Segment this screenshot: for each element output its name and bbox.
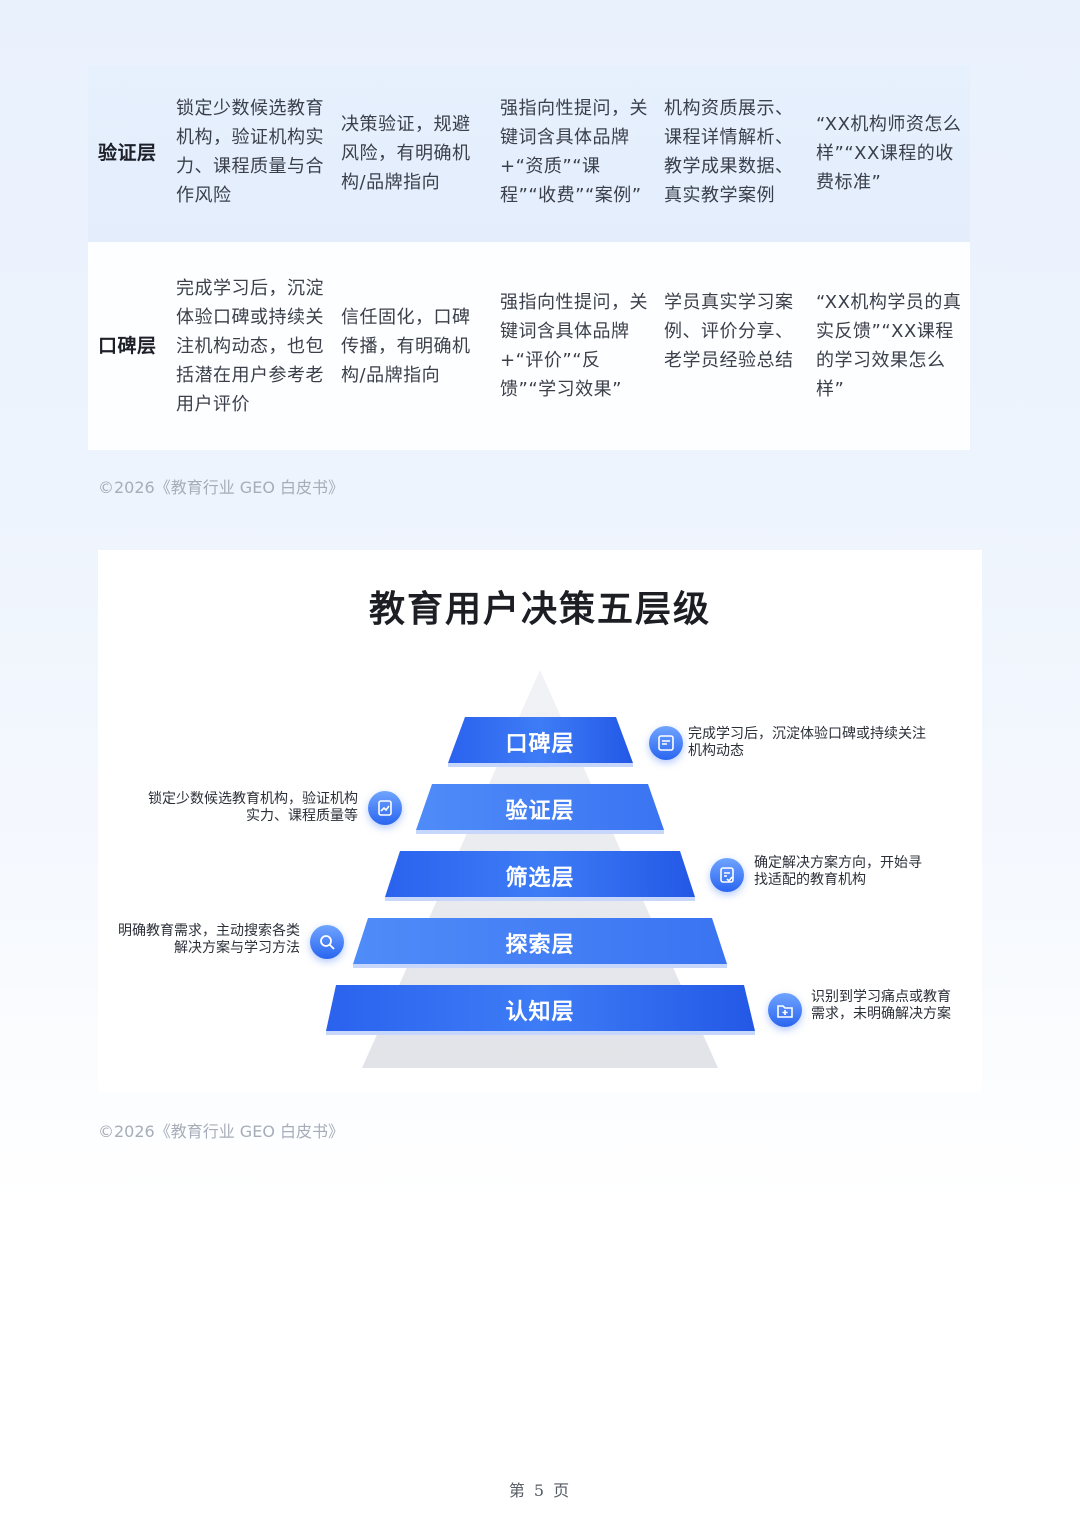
cell-content: 学员真实学习案例、评价分享、老学员经验总结 bbox=[664, 292, 794, 371]
page-number: 第 5 页 bbox=[508, 1481, 572, 1500]
comparison-table: 验证层 锁定少数候选教育机构，验证机构实力、课程质量与合作风险 决策验证，规避风… bbox=[88, 66, 970, 450]
pyramid-figure: 教育用户决策五层级 口碑层 验证层 bbox=[98, 550, 982, 1092]
layer-desc-yanzheng: 锁定少数候选教育机构，验证机构实力、课程质量等 bbox=[148, 791, 358, 824]
pyramid-graphic bbox=[326, 670, 755, 1068]
layer-label-yanzheng: 验证层 bbox=[505, 799, 575, 824]
layer-label-renzhi: 认知层 bbox=[505, 1000, 575, 1025]
cell-content: 机构资质展示、课程详情解析、教学成果数据、真实教学案例 bbox=[664, 98, 794, 206]
layer-label-tansuo: 探索层 bbox=[505, 933, 575, 958]
table-row: 口碑层 完成学习后，沉淀体验口碑或持续关注机构动态，也包括潜在用户参考老用户评价… bbox=[88, 242, 970, 450]
band-yanzheng bbox=[416, 784, 664, 830]
copyright-caption: ©2026《教育行业 GEO 白皮书》 bbox=[98, 1122, 344, 1141]
table-row: 验证层 锁定少数候选教育机构，验证机构实力、课程质量与合作风险 决策验证，规避风… bbox=[88, 66, 970, 242]
cell-example: “XX机构学员的真实反馈”“XX课程的学习效果怎么样” bbox=[816, 292, 962, 400]
row-header: 口碑层 bbox=[98, 335, 157, 357]
cell-example: “XX机构师资怎么样”“XX课程的收费标准” bbox=[816, 114, 962, 193]
band-shaixuan bbox=[385, 851, 695, 897]
cell-feature: 决策验证，规避风险，有明确机构/品牌指向 bbox=[341, 114, 471, 193]
chart-doc-icon bbox=[368, 791, 402, 825]
band-renzhi bbox=[326, 985, 755, 1031]
layer-desc-renzhi: 识别到学习痛点或教育需求，未明确解决方案 bbox=[811, 989, 951, 1022]
layer-desc-koubei: 完成学习后，沉淀体验口碑或持续关注机构动态 bbox=[688, 726, 926, 759]
cell-query: 强指向性提问，关键词含具体品牌+“评价”“反馈”“学习效果” bbox=[500, 292, 648, 400]
feedback-icon bbox=[649, 726, 683, 760]
layer-desc-tansuo: 明确教育需求，主动搜索各类解决方案与学习方法 bbox=[118, 923, 300, 956]
band-tansuo bbox=[353, 918, 727, 964]
cell-goal: 锁定少数候选教育机构，验证机构实力、课程质量与合作风险 bbox=[176, 98, 324, 206]
checklist-icon bbox=[710, 858, 744, 892]
cell-goal: 完成学习后，沉淀体验口碑或持续关注机构动态，也包括潜在用户参考老用户评价 bbox=[176, 278, 324, 415]
layer-desc-shaixuan: 确定解决方案方向，开始寻找适配的教育机构 bbox=[754, 855, 922, 888]
layer-label-koubei: 口碑层 bbox=[505, 732, 575, 757]
copyright-caption: ©2026《教育行业 GEO 白皮书》 bbox=[98, 478, 344, 497]
cell-feature: 信任固化，口碑传播，有明确机构/品牌指向 bbox=[341, 307, 471, 386]
folder-icon bbox=[768, 993, 802, 1027]
figure-title: 教育用户决策五层级 bbox=[368, 589, 711, 630]
layer-label-shaixuan: 筛选层 bbox=[505, 866, 575, 891]
band-koubei bbox=[448, 717, 633, 763]
cell-query: 强指向性提问，关键词含具体品牌+“资质”“课程”“收费”“案例” bbox=[500, 98, 648, 206]
row-header: 验证层 bbox=[98, 142, 157, 164]
search-icon bbox=[310, 925, 344, 959]
